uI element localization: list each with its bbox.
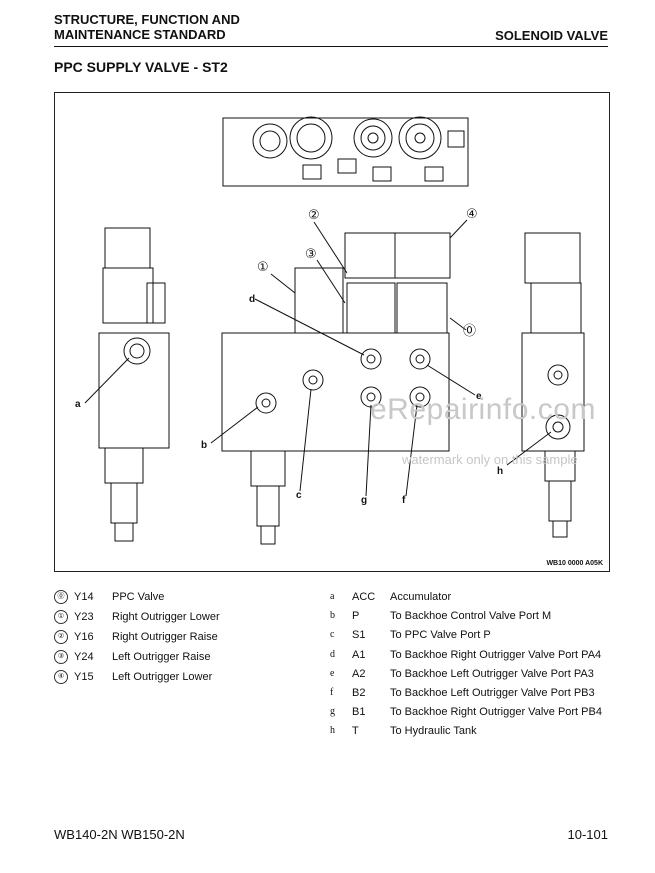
callout-d: d (249, 294, 255, 305)
callout-2: ② (308, 208, 320, 223)
chapter-title-line2: MAINTENANCE STANDARD (54, 27, 226, 42)
legend-number: ④ (54, 670, 68, 684)
callout-a: a (75, 399, 81, 410)
port-letter: c (330, 629, 335, 641)
legend-code: Y15 (74, 671, 94, 683)
port-code: A2 (352, 667, 366, 680)
port-code: A1 (352, 648, 366, 661)
port-letter: a (330, 591, 335, 602)
callout-numbers: ① ② ③ ④ ⓪ (257, 207, 478, 339)
callout-0: ⓪ (463, 324, 476, 339)
port-letter: h (330, 725, 335, 737)
legend-description: Left Outrigger Lower (112, 671, 213, 683)
legend-code: Y23 (74, 611, 94, 623)
legend-code: Y24 (74, 651, 94, 663)
port-description: To Backhoe Left Outrigger Valve Port PA3 (390, 667, 594, 680)
port-letter: f (330, 686, 334, 698)
legend-description: PPC Valve (112, 591, 165, 603)
callout-letters: a b c d e f g h (75, 294, 503, 506)
callout-b: b (201, 440, 207, 451)
section-name: SOLENOID VALVE (495, 28, 608, 43)
left-side-block (98, 332, 170, 449)
port-letter: d (330, 648, 335, 660)
port-code: T (352, 725, 359, 738)
port-code: P (352, 610, 360, 623)
watermark-main: eRepairinfo.com (370, 393, 596, 426)
chapter-title: STRUCTURE, FUNCTION AND MAINTENANCE STAN… (54, 12, 240, 42)
port-description: Accumulator (390, 591, 452, 603)
valve-diagram: a b c d e f g h ① ② ③ ④ ⓪ WB10 0000 A05K (54, 92, 610, 572)
legend-number: ① (54, 610, 68, 624)
port-letter: b (330, 610, 335, 622)
port-code: B1 (352, 706, 366, 719)
legend-code: Y16 (74, 631, 94, 643)
callout-e: e (476, 391, 482, 402)
section-title: PPC SUPPLY VALVE - ST2 (54, 59, 228, 75)
port-description: To Backhoe Right Outrigger Valve Port PA… (390, 648, 602, 661)
callout-4: ④ (466, 207, 478, 222)
footer-model: WB140-2N WB150-2N (54, 827, 185, 842)
port-code: ACC (352, 591, 376, 603)
right-side-block (521, 332, 585, 452)
callout-3: ③ (305, 247, 317, 262)
port-description: To Backhoe Left Outrigger Valve Port PB3 (390, 686, 595, 699)
callout-c: c (296, 490, 302, 501)
port-description: To Hydraulic Tank (390, 725, 477, 738)
callout-g: g (361, 495, 367, 506)
legend-number: ③ (54, 650, 68, 664)
port-letter: g (330, 706, 335, 718)
port-code: S1 (352, 629, 366, 642)
chapter-title-line1: STRUCTURE, FUNCTION AND (54, 12, 240, 27)
legend-number: ② (54, 630, 68, 644)
header-rule (54, 46, 608, 47)
callout-f: f (402, 495, 406, 506)
port-letter: e (330, 667, 335, 679)
watermark-sub: watermark only on this sample (402, 452, 578, 467)
callout-h: h (497, 466, 503, 477)
legend-code: Y14 (74, 591, 94, 603)
legend-number: ⓪ (54, 590, 68, 604)
port-description: To Backhoe Right Outrigger Valve Port PB… (390, 706, 602, 719)
footer-page-number: 10-101 (567, 827, 608, 842)
port-code: B2 (352, 686, 366, 699)
port-description: To Backhoe Control Valve Port M (390, 610, 552, 623)
port-description: To PPC Valve Port P (390, 629, 491, 642)
callout-1: ① (257, 260, 269, 275)
top-view-body (222, 117, 469, 187)
legend-description: Right Outrigger Raise (112, 631, 218, 643)
legend-description: Right Outrigger Lower (112, 611, 220, 623)
valve-drawing: a b c d e f g h ① ② ③ ④ ⓪ (75, 116, 585, 545)
legend-description: Left Outrigger Raise (112, 651, 211, 663)
figure-code: WB10 0000 A05K (546, 560, 603, 567)
